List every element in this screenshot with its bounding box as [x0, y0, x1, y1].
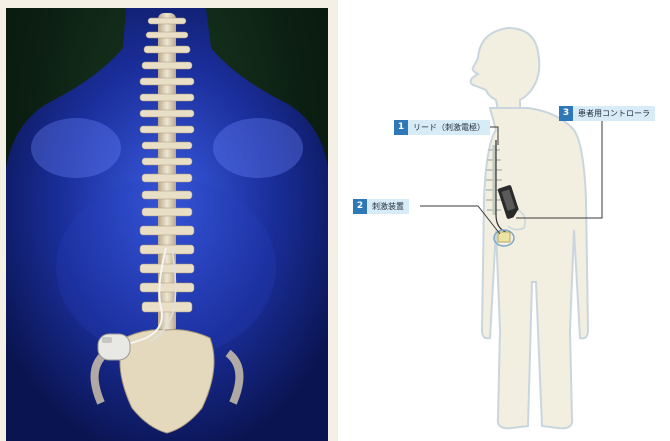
callout-label: 刺激装置 [367, 199, 409, 214]
back-illustration [6, 8, 328, 441]
callout-number: 2 [353, 199, 367, 214]
figure-outline [338, 0, 670, 441]
callout-controller: 3 患者用コントローラ [559, 106, 655, 121]
callout-lead: 1 リード（刺激電極） [394, 120, 490, 135]
callout-stimulator: 2 刺激装置 [353, 199, 409, 214]
figure-head [471, 28, 540, 110]
figure-body [482, 108, 588, 428]
callout-label: リード（刺激電極） [408, 120, 490, 135]
callout-number: 1 [394, 120, 408, 135]
callout-label: 患者用コントローラ [573, 106, 655, 121]
shoulder-highlight-left [31, 118, 121, 178]
callout-number: 3 [559, 106, 573, 121]
device-diagram: 1 リード（刺激電極） 2 刺激装置 3 患者用コントローラ [338, 0, 670, 441]
spine-stimulator-photo [6, 8, 328, 441]
shoulder-highlight-right [213, 118, 303, 178]
